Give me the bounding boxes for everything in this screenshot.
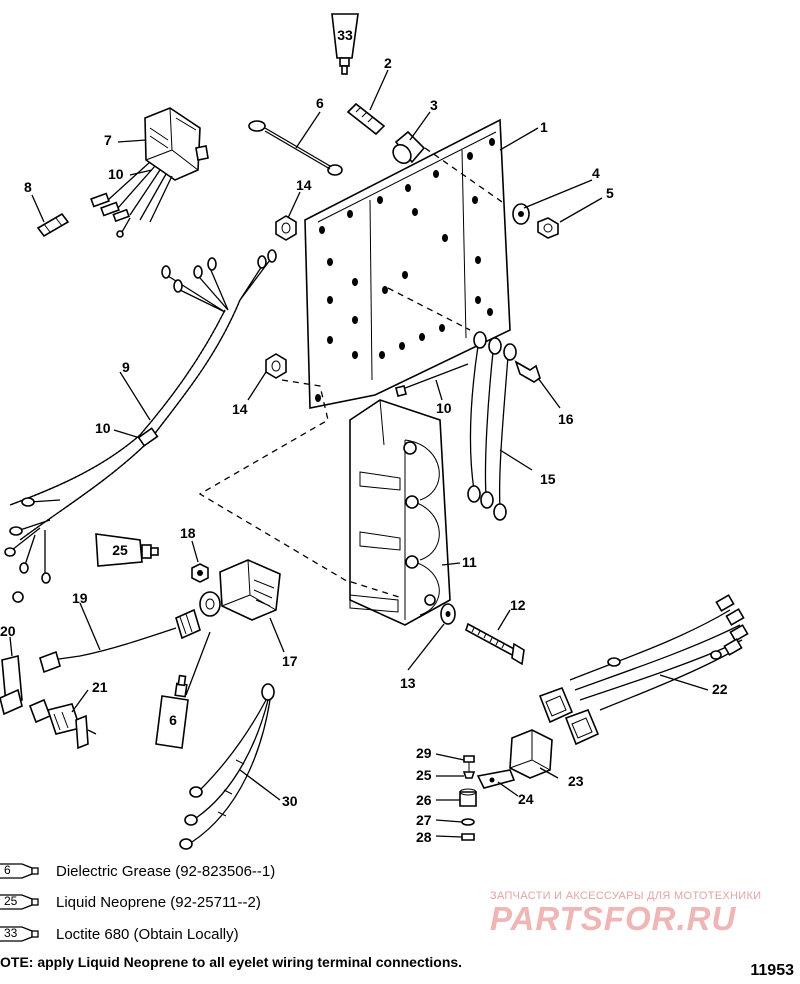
callout-14-top: 14 bbox=[296, 177, 312, 193]
callout-5: 5 bbox=[606, 185, 614, 201]
callout-29: 29 bbox=[416, 745, 432, 761]
callout-9: 9 bbox=[122, 359, 130, 375]
coil-bracket bbox=[349, 399, 451, 626]
callout-8: 8 bbox=[24, 179, 32, 195]
svg-text:25: 25 bbox=[112, 542, 128, 558]
callout-15: 15 bbox=[540, 471, 556, 487]
callout-14-bottom: 14 bbox=[232, 401, 248, 417]
legend-text: Dielectric Grease (92-823506--1) bbox=[56, 863, 276, 880]
callout-28: 28 bbox=[416, 829, 432, 845]
callout-25: 25 bbox=[416, 767, 432, 783]
legend-text: Loctite 680 (Obtain Locally) bbox=[56, 926, 239, 943]
liquid-neoprene-tube-25: 25 bbox=[95, 533, 159, 567]
nut-coil bbox=[191, 563, 209, 583]
wiring-harness bbox=[4, 249, 277, 603]
cable-tie bbox=[395, 363, 469, 397]
bolt bbox=[465, 622, 525, 666]
nut-lower bbox=[265, 353, 287, 379]
legend-code: 33 bbox=[4, 926, 18, 940]
callout-11: 11 bbox=[462, 554, 477, 570]
relay-bracket bbox=[476, 769, 516, 789]
callout-numbers: 1 2 3 4 5 6 7 10 8 14 14 9 10 10 11 15 1… bbox=[0, 55, 728, 845]
ground-strap bbox=[248, 120, 343, 176]
stud bbox=[346, 102, 386, 136]
ignition-coil bbox=[199, 559, 281, 621]
washer bbox=[512, 203, 530, 225]
callout-12: 12 bbox=[510, 597, 526, 613]
spark-plug bbox=[28, 698, 97, 750]
loctite-tube-33: 33 bbox=[331, 13, 359, 75]
fuse bbox=[36, 212, 70, 238]
callout-24: 24 bbox=[518, 791, 534, 807]
starter-harness bbox=[538, 594, 749, 746]
callout-10-top: 10 bbox=[108, 166, 124, 182]
callout-27: 27 bbox=[416, 812, 432, 828]
callout-3: 3 bbox=[430, 97, 438, 113]
callout-19: 19 bbox=[72, 590, 88, 606]
tube-icon bbox=[0, 863, 39, 879]
spark-plug-lead bbox=[39, 608, 201, 674]
callout-2: 2 bbox=[384, 55, 392, 71]
callout-18: 18 bbox=[180, 525, 196, 541]
sleeve bbox=[392, 130, 426, 165]
bolt-washer bbox=[440, 603, 456, 625]
svg-text:6: 6 bbox=[169, 712, 177, 728]
legend-code: 6 bbox=[4, 863, 11, 877]
dashed-leaders bbox=[198, 147, 506, 599]
eyelet-harness bbox=[179, 683, 275, 850]
screw bbox=[514, 360, 541, 383]
mounting-plate bbox=[304, 118, 511, 409]
spark-plug-boot bbox=[0, 654, 23, 716]
callout-13: 13 bbox=[400, 675, 416, 691]
figure-number: 11953 bbox=[750, 962, 794, 979]
callout-22: 22 bbox=[712, 681, 728, 697]
callout-17: 17 bbox=[282, 653, 298, 669]
callout-26: 26 bbox=[416, 792, 432, 808]
note-text: OTE: apply Liquid Neoprene to all eyelet… bbox=[0, 954, 463, 970]
callout-23: 23 bbox=[568, 773, 584, 789]
svg-text:33: 33 bbox=[337, 27, 353, 43]
leader-lines bbox=[9, 69, 709, 838]
nut bbox=[537, 217, 559, 239]
watermark: ЗАПЧАСТИ И АКСЕССУАРЫ ДЛЯ МОТОТЕХНИКИ PA… bbox=[490, 890, 800, 938]
callout-6: 6 bbox=[316, 95, 324, 111]
legend-text: Liquid Neoprene (92-25711--2) bbox=[56, 894, 261, 911]
nut-upper bbox=[275, 215, 297, 241]
tube-icon bbox=[0, 926, 39, 942]
tube-icon bbox=[0, 894, 39, 910]
callout-16: 16 bbox=[558, 411, 574, 427]
callout-7: 7 bbox=[104, 132, 112, 148]
dielectric-grease-tube-6: 6 bbox=[155, 674, 189, 749]
watermark-brand: PARTSFOR.RU bbox=[490, 900, 737, 937]
callout-21: 21 bbox=[92, 679, 108, 695]
callout-4: 4 bbox=[592, 165, 600, 181]
starter-relay bbox=[509, 729, 553, 779]
ground-cables bbox=[467, 331, 517, 521]
callout-10-mid: 10 bbox=[436, 400, 452, 416]
callout-10-left: 10 bbox=[95, 420, 111, 436]
callout-30: 30 bbox=[282, 793, 298, 809]
legend-code: 25 bbox=[4, 894, 18, 908]
callout-20: 20 bbox=[0, 623, 16, 639]
voltage-regulator bbox=[90, 107, 209, 238]
callout-1: 1 bbox=[540, 119, 548, 135]
watermark-tagline: ЗАПЧАСТИ И АКСЕССУАРЫ ДЛЯ МОТОТЕХНИКИ bbox=[490, 890, 762, 902]
relay-hardware bbox=[459, 755, 477, 841]
